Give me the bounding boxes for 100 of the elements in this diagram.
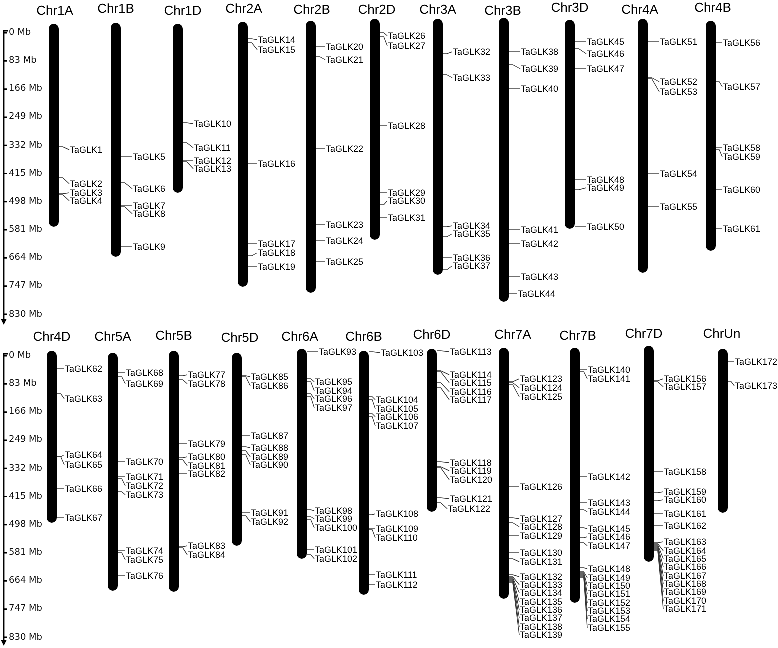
gene-label: TaGLK89 bbox=[251, 453, 289, 461]
leader-line bbox=[648, 206, 660, 208]
gene-label: TaGLK124 bbox=[520, 384, 563, 392]
gene-label: TaGLK77 bbox=[188, 371, 226, 379]
leader-line bbox=[508, 382, 520, 388]
leader-line bbox=[118, 376, 126, 384]
gene-label: TaGLK70 bbox=[126, 458, 164, 466]
leader-line bbox=[242, 450, 251, 458]
gene-label: TaGLK173 bbox=[735, 382, 778, 390]
gene-label: TaGLK117 bbox=[450, 396, 492, 404]
gene-label: TaGLK35 bbox=[453, 230, 491, 238]
chromosome-label: Chr3D bbox=[551, 0, 589, 14]
chromosome-label: Chr3A bbox=[420, 2, 456, 16]
leader-line bbox=[574, 68, 587, 70]
gene-label: TaGLK9 bbox=[133, 243, 166, 251]
gene-label: TaGLK171 bbox=[664, 605, 707, 613]
gene-label: TaGLK29 bbox=[388, 189, 426, 197]
gene-label: TaGLK48 bbox=[587, 176, 625, 184]
leader-line bbox=[654, 546, 664, 568]
leader-line bbox=[316, 46, 326, 48]
gene-label: TaGLK147 bbox=[588, 542, 631, 550]
gene-label: TaGLK149 bbox=[588, 574, 631, 582]
leader-line bbox=[580, 572, 588, 578]
leader-line bbox=[436, 382, 450, 392]
chromosome-label: Chr1A bbox=[36, 2, 74, 18]
leader-line bbox=[508, 486, 520, 488]
leader-line bbox=[120, 182, 133, 190]
gene-label: TaGLK108 bbox=[376, 510, 419, 518]
axis-tick-label: 498 Mb bbox=[9, 196, 43, 207]
chromosome-label: Chr5A bbox=[94, 328, 132, 344]
gene-label: TaGLK83 bbox=[188, 542, 226, 550]
gene-label: TaGLK157 bbox=[664, 383, 707, 391]
leader-line bbox=[508, 522, 520, 528]
gene-label: TaGLK13 bbox=[194, 165, 232, 173]
gene-label: TaGLK60 bbox=[723, 186, 761, 194]
axis-tick-label: 249 Mb bbox=[9, 435, 43, 446]
gene-label: TaGLK100 bbox=[315, 524, 358, 532]
leader-line bbox=[654, 544, 664, 552]
axis-tick-label: 332 Mb bbox=[9, 140, 43, 151]
gene-label: TaGLK36 bbox=[453, 254, 491, 262]
gene-label: TaGLK71 bbox=[126, 473, 164, 481]
gene-label: TaGLK80 bbox=[188, 453, 226, 461]
leader-line bbox=[248, 38, 258, 40]
leader-line bbox=[242, 512, 251, 514]
leader-line bbox=[442, 226, 453, 228]
gene-label: TaGLK26 bbox=[388, 32, 426, 40]
leader-line bbox=[182, 142, 194, 148]
leader-line bbox=[436, 370, 450, 376]
gene-label: TaGLK164 bbox=[664, 547, 707, 555]
leader-line bbox=[508, 276, 521, 278]
gene-label: TaGLK34 bbox=[453, 222, 491, 230]
gene-label: TaGLK17 bbox=[258, 240, 296, 248]
gene-label: TaGLK165 bbox=[664, 555, 707, 563]
gene-label: TaGLK129 bbox=[520, 532, 563, 540]
leader-line bbox=[508, 88, 521, 90]
leader-line bbox=[654, 492, 664, 494]
gene-label: TaGLK3 bbox=[70, 189, 103, 197]
leader-line bbox=[56, 368, 65, 370]
gene-label: TaGLK103 bbox=[381, 349, 424, 357]
leader-line bbox=[182, 122, 194, 124]
leader-line bbox=[580, 568, 588, 570]
leader-line bbox=[242, 454, 251, 466]
gene-label: TaGLK123 bbox=[520, 375, 563, 383]
gene-label: TaGLK12 bbox=[194, 157, 232, 165]
chromosome-label: Chr4D bbox=[33, 328, 71, 344]
leader-line bbox=[368, 574, 376, 576]
leader-line bbox=[242, 376, 251, 386]
gene-label: TaGLK99 bbox=[315, 515, 353, 523]
leader-line bbox=[436, 350, 450, 352]
gene-label: TaGLK81 bbox=[188, 462, 226, 470]
gene-label: TaGLK158 bbox=[664, 468, 707, 476]
chromosome-label: Chr2A bbox=[226, 0, 262, 16]
leader-line bbox=[716, 42, 723, 44]
gene-label: TaGLK72 bbox=[126, 482, 164, 490]
gene-label: TaGLK41 bbox=[521, 226, 559, 234]
gene-label: TaGLK98 bbox=[315, 507, 353, 515]
gene-label: TaGLK66 bbox=[65, 485, 103, 493]
chromosome-label: Chr4A bbox=[622, 2, 658, 16]
axis-tick-label: 83 Mb bbox=[9, 379, 37, 390]
chromosome-label: Chr5D bbox=[221, 330, 259, 344]
axis-tick-label: 664 Mb bbox=[9, 253, 43, 264]
leader-line bbox=[118, 552, 126, 560]
chromosome-label: Chr6A bbox=[282, 328, 318, 344]
leader-line bbox=[178, 456, 188, 458]
gene-label: TaGLK32 bbox=[453, 48, 491, 56]
leader-line bbox=[580, 528, 588, 530]
gene-label: TaGLK118 bbox=[450, 459, 492, 467]
leader-line bbox=[306, 520, 315, 528]
leader-line bbox=[436, 498, 450, 500]
leader-line bbox=[580, 476, 588, 478]
gene-label: TaGLK151 bbox=[588, 590, 631, 598]
leader-line bbox=[306, 394, 315, 400]
gene-label: TaGLK153 bbox=[588, 607, 631, 615]
chromosome-label: Chr4B bbox=[694, 0, 732, 14]
gene-label: TaGLK159 bbox=[664, 488, 707, 496]
gene-label: TaGLK155 bbox=[588, 624, 631, 632]
leader-line bbox=[316, 224, 326, 226]
gene-label: TaGLK22 bbox=[326, 145, 364, 153]
gene-label: TaGLK15 bbox=[258, 46, 296, 54]
leader-line bbox=[178, 374, 188, 376]
